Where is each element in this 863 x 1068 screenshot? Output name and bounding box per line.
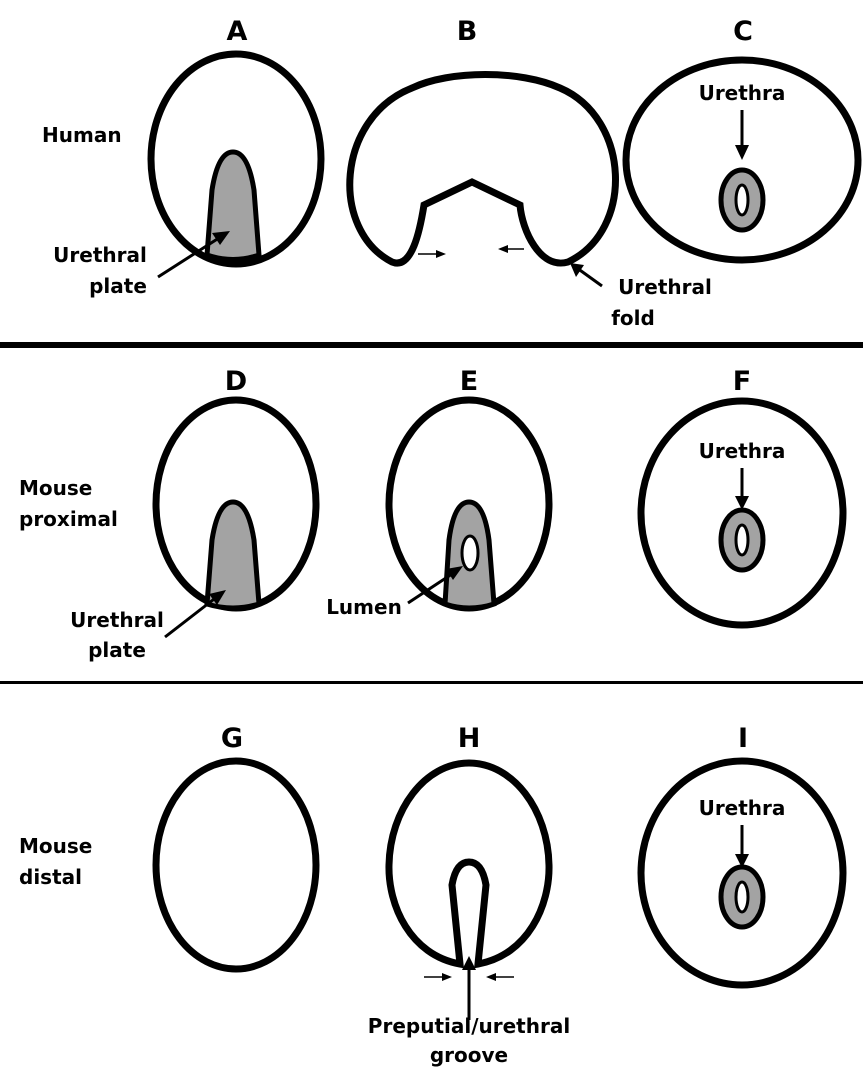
urethral-fold-label-line2: fold [611, 306, 655, 330]
urethra-lumen [736, 525, 748, 555]
panel-label-g: G [221, 723, 243, 754]
panel-label-i: I [738, 723, 748, 754]
lumen-shape [462, 536, 478, 570]
panel-f [641, 401, 843, 625]
arrow-head [436, 250, 446, 258]
row-label-mouse-distal-line1: Mouse [19, 834, 92, 858]
panel-a [151, 54, 321, 264]
groove-label-line2: groove [430, 1043, 508, 1067]
panel-g-cross-section-outline [156, 761, 316, 969]
urethral-plate-label-line2: plate [89, 274, 147, 298]
arrow-head [462, 956, 476, 970]
row-label-mouse-proximal-line2: proximal [19, 507, 118, 531]
panel-label-e: E [460, 366, 478, 397]
urethra-label: Urethra [699, 439, 786, 463]
row-label-mouse-distal-line2: distal [19, 865, 82, 889]
panel-d [156, 400, 316, 608]
panel-label-h: H [458, 723, 481, 754]
urethra-label: Urethra [699, 796, 786, 820]
row-label-human: Human [42, 123, 122, 147]
urethra-lumen [736, 882, 748, 912]
urethral-fold-outline [350, 75, 616, 264]
panel-label-f: F [733, 366, 751, 397]
urethra-label: Urethra [699, 81, 786, 105]
panel-label-d: D [225, 366, 247, 397]
arrow-head [486, 973, 496, 981]
row-divider-1 [0, 342, 863, 348]
urethral-plate-shape [207, 502, 259, 608]
lumen-label: Lumen [326, 595, 402, 619]
urethral-plate-label-line1: Urethral [70, 608, 164, 632]
urethral-plate-label-line1: Urethral [53, 243, 147, 267]
row-divider-2 [0, 681, 863, 684]
urethral-plate-label-line2: plate [88, 638, 146, 662]
urethral-fold-arrow [577, 268, 602, 286]
panel-label-a: A [227, 16, 248, 47]
panel-label-b: B [457, 16, 478, 47]
arrow-head [442, 973, 452, 981]
panel-e [389, 400, 549, 608]
urethra-lumen [736, 185, 748, 215]
panel-h-groove-outline [389, 763, 549, 964]
row-label-mouse-proximal-line1: Mouse [19, 476, 92, 500]
urethral-plate-arrow [165, 596, 218, 637]
panel-i [641, 761, 843, 985]
urethral-fold-label-line1: Urethral [618, 275, 712, 299]
groove-label-line1: Preputial/urethral [368, 1014, 570, 1038]
arrow-head [498, 245, 508, 253]
panel-label-c: C [733, 16, 753, 47]
urethral-plate-shape [207, 152, 259, 260]
